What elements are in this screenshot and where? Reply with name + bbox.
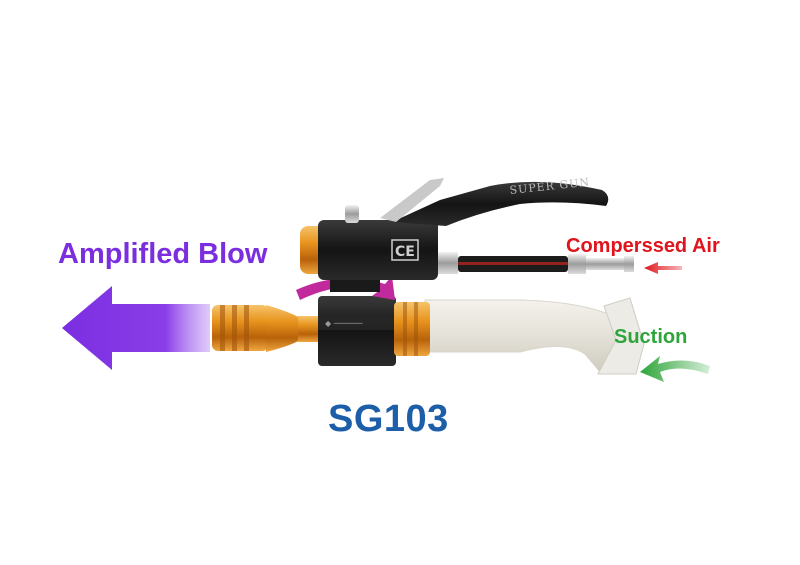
svg-text:◆ ──────: ◆ ──────: [325, 319, 363, 328]
ce-mark: CE: [395, 244, 415, 260]
orange-nozzle: [212, 305, 322, 352]
suction-label: Suction: [614, 326, 688, 348]
amplified-blow-label: Amplifled Blow: [58, 238, 268, 270]
trigger-lever: SUPER GUN: [380, 176, 609, 226]
suction-arrow: [640, 356, 710, 382]
amplified-blow-arrow: [62, 286, 210, 370]
suction-hose: [424, 297, 645, 375]
orange-coupling: [394, 302, 430, 356]
compressed-air-arrow: [644, 262, 682, 274]
compressed-air-label: Comperssed Air: [566, 235, 720, 257]
model-title: SG103: [328, 398, 449, 440]
black-collar: ◆ ──────: [318, 296, 396, 366]
air-supply-line: [438, 252, 634, 274]
gun-head: CE: [300, 205, 438, 292]
